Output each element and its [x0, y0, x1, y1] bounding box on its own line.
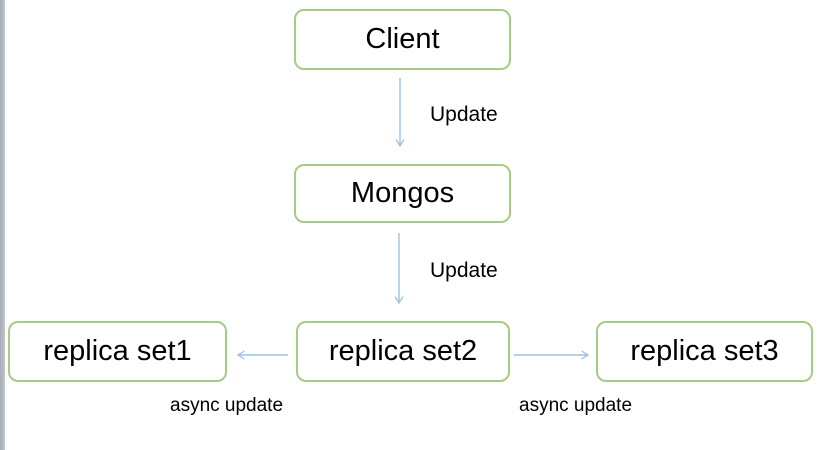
- window-edge: [0, 0, 5, 450]
- node-replica-set2-label: replica set2: [328, 335, 478, 367]
- edge-label-client-to-mongos: Update: [430, 103, 498, 126]
- edge-label-mongos-to-replica-set2: Update: [430, 259, 498, 282]
- node-client-label: Client: [365, 23, 440, 55]
- node-replica-set1-label: replica set1: [43, 335, 192, 367]
- node-replica-set3-label: replica set3: [630, 335, 779, 367]
- edge-label-replica-set2-to-replica-set1: async update: [170, 395, 284, 416]
- node-replica-set1: replica set1: [8, 321, 227, 382]
- node-replica-set3: replica set3: [596, 321, 813, 382]
- node-mongos: Mongos: [294, 164, 511, 223]
- node-replica-set2: replica set2: [296, 321, 510, 382]
- edge-label-replica-set2-to-replica-set3: async update: [519, 395, 633, 416]
- node-client: Client: [294, 9, 511, 70]
- node-mongos-label: Mongos: [350, 177, 455, 209]
